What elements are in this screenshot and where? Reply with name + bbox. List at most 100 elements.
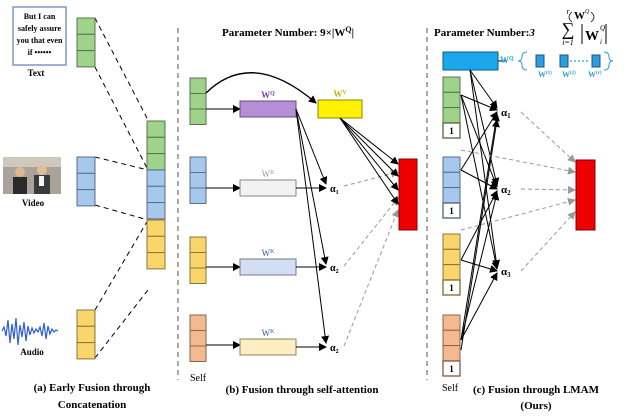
connector-line — [94, 204, 149, 221]
weight-arrow — [343, 197, 399, 267]
self-input-cell — [442, 329, 461, 347]
bias-one-cell — [442, 122, 461, 139]
arrow — [295, 108, 328, 185]
arrow — [460, 169, 498, 190]
concat-video-cell — [146, 185, 166, 204]
text-modality-label: Text — [28, 68, 45, 78]
text-sample-line: if •••••• — [28, 48, 52, 57]
text-sample-line: you that even — [17, 36, 63, 45]
wq-label: WQ — [261, 90, 275, 100]
caption-a-line1: (a) Early Fusion through — [34, 382, 151, 394]
formula-w-sup: Q — [600, 24, 605, 32]
concat-video-cell — [146, 202, 166, 220]
basis-factor-1 — [535, 54, 545, 68]
basis-1-label: W(1) — [538, 70, 552, 79]
modality-feature-stacks — [76, 17, 166, 360]
video-thumbnail — [3, 157, 61, 194]
wk-label-audio: WK — [262, 248, 276, 258]
wk-projection-box-video — [239, 179, 297, 197]
weight-arrow — [460, 197, 576, 231]
fused-output-c — [575, 159, 596, 231]
panel-early-fusion: But I can safely assure you that even if… — [1, 6, 166, 411]
alpha-1-label: α1 — [501, 107, 511, 120]
text-sample-box — [12, 6, 67, 66]
text-feature-cell — [76, 33, 96, 52]
self-input-cell — [189, 330, 207, 347]
arrow — [460, 119, 500, 351]
text-sample-line: But I can — [24, 12, 56, 21]
concat-text-cell — [146, 136, 166, 155]
self-input-cell — [442, 314, 461, 331]
weight-arrow — [343, 209, 400, 347]
wq-projection-box — [239, 100, 297, 118]
sum-inner-w-sup: Q — [585, 9, 590, 15]
bias-one-cell — [442, 360, 461, 377]
alpha-3-label: α3 — [501, 266, 511, 279]
alpha-2-label: α2 — [501, 184, 511, 197]
text-sample-line: safely assure — [18, 24, 62, 33]
self-label-b: Self — [190, 373, 207, 384]
caption-c-line2: (Ours) — [520, 400, 552, 412]
text-input-cell — [442, 91, 461, 109]
arrow — [460, 113, 500, 341]
wk-label-video: WK — [262, 169, 276, 179]
video-input-cell — [442, 171, 461, 189]
caption-a-line2: Concatenation — [58, 399, 126, 411]
self-input-cell — [442, 345, 461, 362]
formula-paren — [568, 11, 573, 23]
video-input-cell — [442, 187, 461, 204]
bias-one-label: 1 — [449, 364, 454, 374]
connector-line — [94, 289, 149, 359]
basis-2-label: W(2) — [562, 70, 576, 79]
lmam-wq-label: WQ — [500, 55, 514, 65]
caption-c-line1: (c) Fusion through LMAM — [473, 384, 600, 396]
connector-line — [94, 66, 149, 171]
alpha-1-label: α1 — [330, 184, 339, 196]
connector-line — [94, 17, 149, 121]
arrow — [460, 111, 498, 171]
decomposition-brace — [517, 51, 528, 71]
bias-one-label: 1 — [449, 283, 454, 293]
audio-input-cell — [189, 267, 207, 284]
formula-w: W — [585, 29, 599, 44]
alpha-3-label: α2 — [330, 343, 339, 355]
sum-upper-limit: r — [566, 7, 570, 16]
panel-lmam: Parameter Number:3 r ∑ i=1 W Q W Q i WQ … — [434, 7, 614, 412]
text-input-cell — [442, 76, 461, 93]
input-feature-stacks — [189, 77, 207, 362]
bias-one-label: 1 — [449, 206, 454, 216]
arrow — [339, 117, 399, 165]
arrow — [460, 94, 500, 270]
bias-one-cell — [442, 279, 461, 296]
text-input-cell — [189, 108, 207, 125]
video-input-cell — [189, 187, 207, 204]
decomposition-brace — [603, 51, 614, 71]
text-input-cell — [442, 107, 461, 124]
sum-lower-limit: i=1 — [562, 38, 574, 47]
self-input-cell — [189, 314, 207, 331]
sum-inner-w: W — [574, 10, 585, 22]
video-input-cell — [189, 156, 207, 173]
audio-modality-label: Audio — [20, 347, 44, 357]
text-input-cell — [189, 93, 207, 110]
basis-factor-r — [591, 54, 601, 68]
value-path-arrow — [205, 72, 317, 104]
text-feature-cell — [76, 50, 96, 68]
concat-audio-cell — [146, 235, 166, 254]
concat-audio-cell — [146, 219, 166, 237]
audio-input-cell — [442, 233, 461, 250]
video-feature-cell — [76, 189, 96, 207]
concat-audio-cell — [146, 252, 166, 270]
video-input-cell — [442, 156, 461, 173]
weight-arrow — [460, 149, 576, 175]
text-input-cell — [189, 77, 207, 94]
wv-projection-box — [317, 99, 363, 119]
video-modality-label: Video — [22, 198, 45, 208]
text-feature-cell — [76, 17, 96, 35]
audio-input-cell — [189, 236, 207, 253]
param-count-c: Parameter Number:3 — [434, 27, 535, 39]
video-feature-cell — [76, 156, 96, 174]
audio-input-cell — [442, 264, 461, 281]
weight-arrow — [343, 169, 399, 187]
